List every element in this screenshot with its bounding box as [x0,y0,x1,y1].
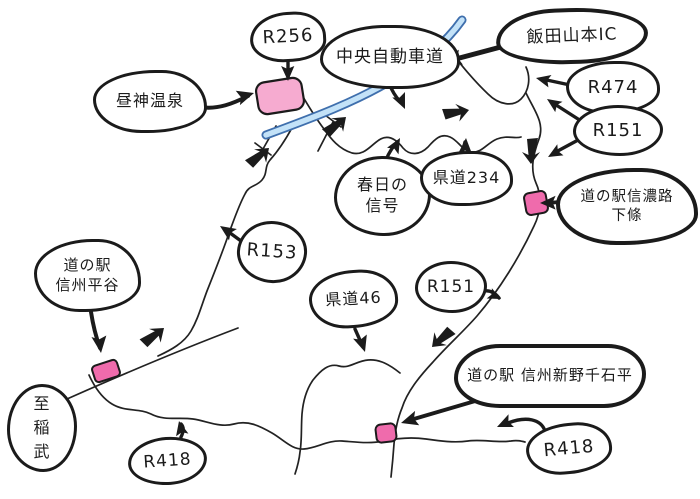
arrowhead-r151-north-up [547,99,563,113]
niino-station-marker [374,422,398,444]
label-hirugami-onsen: 昼神温泉 [93,70,207,133]
road-kendo234 [298,89,522,155]
arrowhead-kasuga-signal [387,138,400,155]
label-r474: R474 [566,61,660,114]
hiraya-station-marker [91,358,121,384]
label-kendo-234: 県道234 [420,151,513,206]
road-bottom-r418 [88,374,526,450]
arrowhead-r418-east [497,414,514,427]
arrowhead-r256 [281,66,295,81]
road-r153 [157,125,294,357]
label-michinoeki-shinshu-hiraya: 道の駅 信州平谷 [34,239,141,312]
label-to-inabu: 至 稲 武 [7,384,77,472]
direction-arrow-r153-ne [139,328,164,348]
label-chuo-expressway: 中央自動車道 [320,25,460,89]
direction-arrow-kendo234-east [442,103,469,122]
road-kendo46 [294,359,401,475]
direction-arrow-expressway-ne [321,117,346,137]
arrowhead-kendo46 [353,334,367,352]
label-michinoeki-shinanoji-shimojo: 道の駅信濃路 下條 [556,168,698,245]
arrowhead-kendo234 [458,138,472,154]
direction-arrow-r151-south [522,138,540,164]
label-michinoeki-shinshu-niino-sengokudaira: 道の駅 信州新野千石平 [454,344,646,408]
arrowhead-r151-north-down [548,144,564,157]
direction-arrow-west-ne [244,148,269,168]
label-kasuga-signal: 春日の 信号 [334,156,431,236]
pointer-r151-north-down [552,137,582,155]
arrowhead-r474 [536,75,552,88]
pointer-niino [405,397,484,423]
pointer-r418-east [506,417,547,433]
arrowhead-hirugami-onsen [235,90,254,106]
arrowhead-r153 [220,226,237,241]
arrowhead-niino [401,410,420,426]
label-r151-south: R151 [415,261,487,313]
arrowhead-hiraya [91,335,107,353]
arrowhead-chuo-expressway [392,92,405,109]
hirugami-onsen-marker [254,76,306,116]
road-ic-loop [445,45,530,105]
direction-arrow-sw [432,326,456,347]
arrowhead-r418-west [176,421,189,437]
arrowhead-r151-south [486,288,501,299]
label-r151-north: R151 [573,105,663,156]
road-to-inabu [66,327,239,400]
pointer-r151-north-up [551,101,580,121]
arrowhead-shimojo [540,195,556,210]
